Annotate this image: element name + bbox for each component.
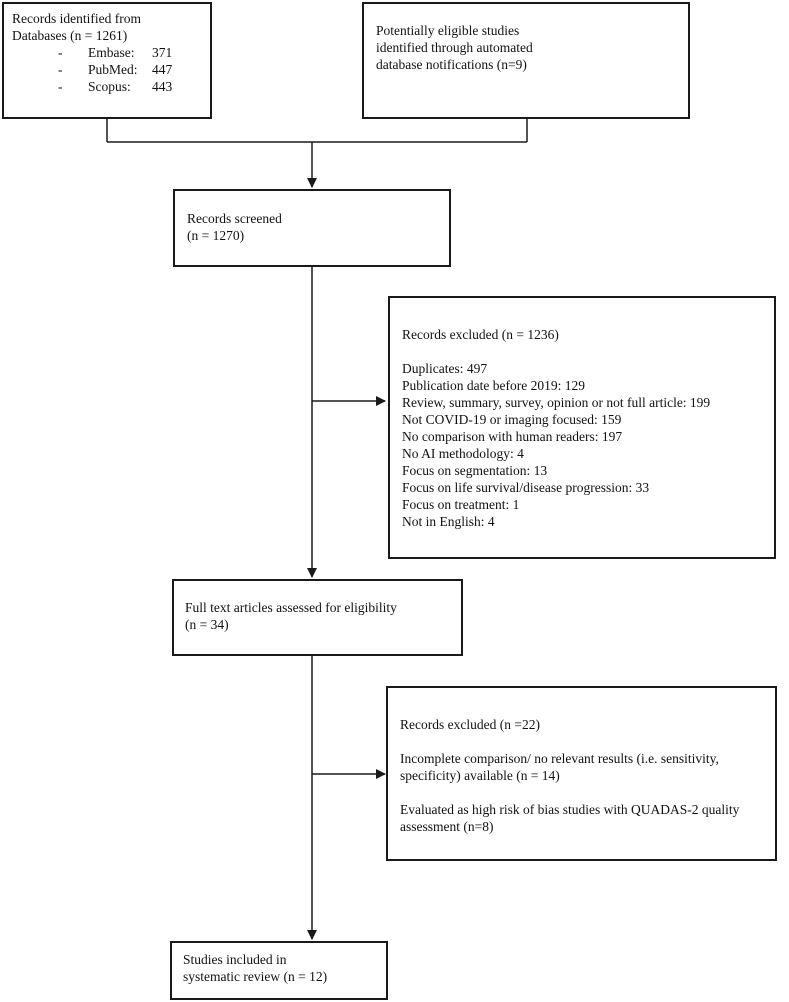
fulltext-line1: Full text articles assessed for eligibil… (185, 600, 397, 615)
notifications-line1: Potentially eligible studies (376, 23, 520, 38)
exclusion-reason: Focus on treatment: 1 (402, 497, 520, 512)
source-count: 371 (152, 45, 173, 60)
source-count: 447 (152, 62, 173, 77)
list-dash: - (58, 62, 63, 77)
source-name: Embase: (88, 45, 135, 60)
records-excluded-box-1: Records excluded (n = 1236) Duplicates: … (388, 296, 776, 559)
exclusion-reason: Not in English: 4 (402, 514, 495, 529)
excluded-2-header: Records excluded (n =22) (400, 717, 540, 732)
database-source-item: - Scopus: 443 (58, 78, 202, 95)
list-dash: - (58, 79, 63, 94)
exclusion-reason: Not COVID-19 or imaging focused: 159 (402, 412, 622, 427)
included-line2: systematic review (n = 12) (183, 969, 328, 984)
exclusion-reason: No comparison with human readers: 197 (402, 429, 623, 444)
notifications-line2: identified through automated (376, 40, 533, 55)
notifications-line3: database notifications (n=9) (376, 57, 527, 72)
fulltext-assessed-box: Full text articles assessed for eligibil… (172, 579, 463, 656)
database-source-item: - PubMed: 447 (58, 61, 202, 78)
fulltext-line2: (n = 34) (185, 617, 229, 632)
database-sources-list: - Embase: 371 - PubMed: 447 - Scopus: 44… (12, 44, 202, 95)
exclusion-reason-2-line1: Evaluated as high risk of bias studies w… (400, 802, 740, 817)
screened-line2: (n = 1270) (187, 228, 245, 243)
screened-line1: Records screened (187, 211, 282, 226)
databases-box: Records identified from Databases (n = 1… (2, 2, 212, 119)
exclusion-reason: Focus on life survival/disease progressi… (402, 480, 650, 495)
source-name: PubMed: (88, 62, 138, 77)
exclusion-reason: No AI methodology: 4 (402, 446, 524, 461)
exclusion-reason: Review, summary, survey, opinion or not … (402, 395, 711, 410)
exclusion-reason: Publication date before 2019: 129 (402, 378, 585, 393)
studies-included-box: Studies included in systematic review (n… (170, 941, 388, 1000)
exclusion-reason: Duplicates: 497 (402, 361, 488, 376)
exclusion-reason: Focus on segmentation: 13 (402, 463, 548, 478)
excluded-1-header: Records excluded (n = 1236) (402, 327, 559, 342)
exclusion-reason-1-line1: Incomplete comparison/ no relevant resul… (400, 751, 719, 766)
records-excluded-box-2: Records excluded (n =22) Incomplete comp… (386, 686, 777, 861)
source-count: 443 (152, 79, 173, 94)
notifications-box: Potentially eligible studies identified … (362, 2, 690, 119)
source-name: Scopus: (88, 79, 131, 94)
exclusion-reason-2-line2: assessment (n=8) (400, 819, 494, 834)
databases-title-line2: Databases (n = 1261) (12, 28, 128, 43)
exclusion-reason-1-line2: specificity) available (n = 14) (400, 768, 560, 783)
included-line1: Studies included in (183, 952, 287, 967)
databases-title-line1: Records identified from (12, 11, 141, 26)
database-source-item: - Embase: 371 (58, 44, 202, 61)
list-dash: - (58, 45, 63, 60)
records-screened-box: Records screened (n = 1270) (173, 189, 451, 267)
